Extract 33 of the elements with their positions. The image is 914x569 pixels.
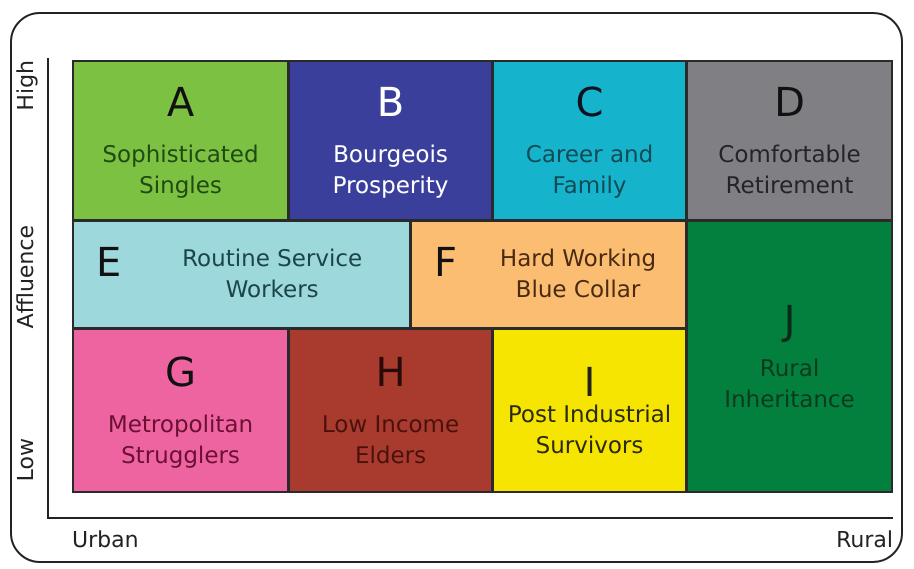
segment-name: Low Income Elders — [320, 410, 460, 470]
segment-letter: H — [375, 350, 406, 396]
segment-name: Routine Service Workers — [181, 244, 364, 304]
axis-label: Low — [14, 438, 39, 482]
segment-name: Metropolitan Strugglers — [106, 410, 254, 470]
segment-name: Career and Family — [524, 140, 654, 200]
axis-label: Urban — [72, 528, 139, 553]
segment-box — [686, 220, 893, 493]
segment-box — [492, 328, 687, 493]
segment-box — [686, 60, 893, 221]
segment-letter: G — [165, 350, 196, 396]
axis-label: Rural — [836, 528, 893, 553]
segment-name: Hard Working Blue Collar — [498, 244, 658, 304]
segment-box — [288, 60, 493, 221]
segment-name: Sophisticated Singles — [101, 140, 260, 200]
segment-box — [492, 60, 687, 221]
segment-letter: E — [96, 240, 122, 286]
segment-letter: B — [376, 80, 404, 126]
axis-label: High — [14, 60, 39, 111]
segment-box — [72, 328, 289, 493]
segment-box — [410, 220, 687, 329]
segment-letter: D — [774, 80, 805, 126]
segment-letter: J — [784, 298, 796, 344]
segment-box — [288, 328, 493, 493]
segment-letter: A — [166, 80, 194, 126]
segment-name: Bourgeois Prosperity — [332, 140, 450, 200]
segment-letter: F — [434, 240, 458, 286]
segment-name: Comfortable Retirement — [717, 140, 862, 200]
segment-name: Rural Inheritance — [723, 354, 856, 414]
axis-label: Affluence — [14, 225, 39, 328]
segment-box — [72, 220, 411, 329]
segment-letter: C — [576, 80, 604, 126]
segment-box — [72, 60, 289, 221]
